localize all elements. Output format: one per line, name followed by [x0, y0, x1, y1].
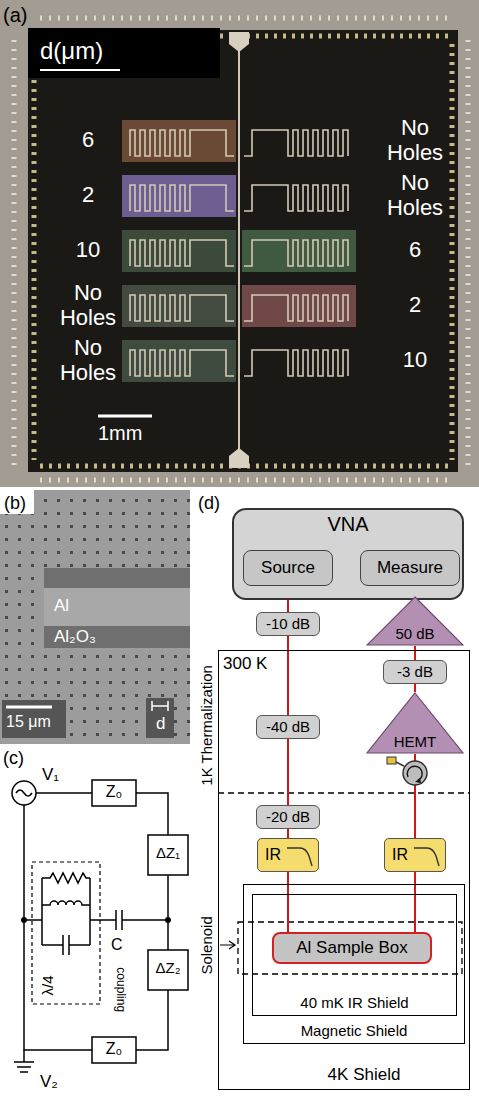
triangle-shape [367, 693, 463, 753]
signal-line [414, 684, 416, 692]
sem-image [0, 490, 190, 744]
figure-label: (c) [3, 748, 24, 768]
shield-box: 4K Shield -3 dB HEMT -40 dB -20 dB IR IR Magnet… [218, 650, 470, 1090]
figure-label: C [111, 936, 123, 954]
attenuator-box: -20 dB [256, 805, 320, 829]
ir-filter-box: IR [384, 838, 446, 872]
triangle-shape [367, 597, 463, 645]
signal-line [414, 646, 416, 660]
node-text: -3 dB [397, 663, 433, 680]
figure-label: (a) [3, 4, 27, 26]
figure-label: V₂ [40, 1072, 58, 1091]
figure-label: Al₂O₃ [54, 627, 96, 646]
node-text: IR [265, 846, 281, 864]
node-text: -10 dB [266, 615, 310, 632]
node-text: 50 dB [395, 625, 434, 642]
figure-label: 1mm [98, 422, 142, 444]
figure-label: Z₀ [92, 783, 136, 801]
node-text: -40 dB [266, 718, 310, 735]
node-text: Magnetic Shield [301, 1022, 408, 1039]
node-text: Measure [377, 558, 443, 578]
node-text: VNA [327, 513, 368, 536]
figure-label: 2 [375, 293, 455, 318]
figure-label: No Holes [48, 281, 128, 330]
node-text: Al Sample Box [296, 938, 408, 958]
node-text: IR [392, 846, 408, 864]
figure-label: coupling [113, 968, 126, 1013]
figure-label: Z₀ [92, 1040, 136, 1058]
figure-label: 1K Thermalization [199, 665, 216, 786]
node-text: 4K Shield [328, 1065, 401, 1085]
attenuator-box: -3 dB [383, 660, 447, 684]
amplifier-triangle: HEMT [366, 692, 464, 754]
shield-box: Magnetic Shield 40 mK IR Shield Al Sample … [243, 884, 465, 1044]
attenuator-box: -10 dB [256, 612, 320, 636]
figure-label: ΔZ₂ [148, 960, 188, 977]
figure-label: 300 K [223, 654, 267, 673]
figure-label: 6 [48, 128, 128, 153]
circulator-symbol [387, 757, 427, 785]
signal-line [287, 872, 289, 932]
attenuator-box: -40 dB [256, 715, 320, 739]
figure-label: No Holes [375, 116, 455, 165]
figure-label: (d) [198, 493, 220, 513]
ir-filter-box: IR [257, 838, 319, 872]
node-text: Source [261, 558, 315, 578]
port-box: Source [243, 550, 333, 586]
signal-line [287, 829, 289, 838]
circuit-schematic [12, 780, 188, 1072]
sample-box: Al Sample Box [272, 932, 432, 964]
port-box: Measure [360, 550, 460, 586]
chip-photo [0, 0, 479, 487]
node-text: -20 dB [266, 808, 310, 825]
amplifier-triangle: 50 dB [366, 596, 464, 646]
figure-label: No Holes [375, 171, 455, 220]
node-text: HEMT [394, 733, 437, 750]
figure-label: 10 [375, 348, 455, 373]
signal-line [414, 872, 416, 932]
figure-label: 15 μm [6, 713, 51, 731]
figure-label: ΔZ₁ [148, 845, 188, 862]
figure-label: d [156, 714, 165, 733]
figure-label: 2 [48, 183, 128, 208]
figure-label: Al [54, 596, 69, 615]
figure-label: λ/4 [40, 975, 57, 995]
signal-line [287, 739, 289, 805]
signal-line [287, 636, 289, 715]
figure-label: Solenoid [199, 916, 216, 974]
instrument-box: VNA Source Measure [232, 508, 464, 600]
figure-label: 6 [375, 238, 455, 263]
figure-label: V₁ [42, 765, 59, 784]
shield-box: 40 mK IR Shield Al Sample Box [252, 894, 457, 1016]
figure-label: 10 [48, 238, 128, 263]
figure-label: (b) [4, 493, 26, 513]
figure-label: No Holes [48, 336, 128, 385]
figure-label: d(μm) [40, 38, 103, 65]
node-text: 40 mK IR Shield [300, 994, 408, 1011]
